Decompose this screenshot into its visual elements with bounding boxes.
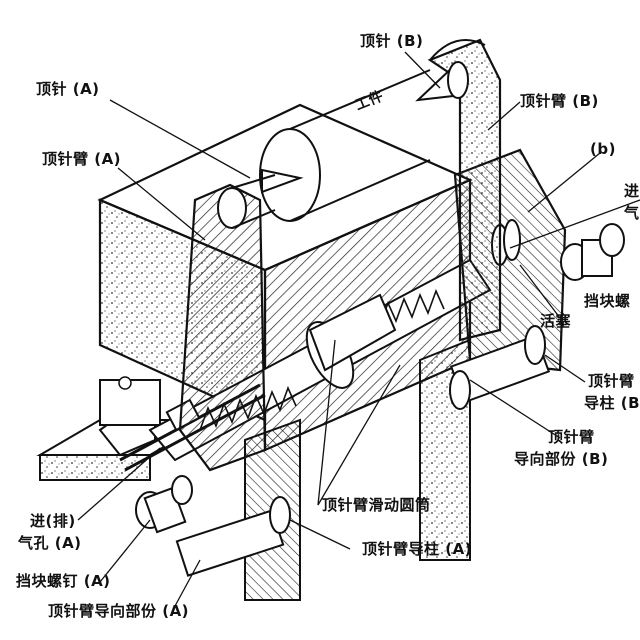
- label-piston: 活塞: [540, 312, 572, 330]
- label-guide-post-b-1: 顶针臂: [588, 372, 635, 390]
- label-guide-part-a: 顶针臂导向部份 (A): [48, 602, 190, 620]
- label-slide-cylinder: 顶针臂滑动圆筒: [322, 496, 431, 514]
- label-stop-screw-b: 挡块螺: [584, 292, 631, 310]
- workpiece: [259, 69, 431, 222]
- arm-a: [178, 174, 276, 472]
- guide-post-a: [175, 496, 291, 577]
- label-thimble-b: 顶针 (B): [360, 32, 424, 50]
- label-guide-part-b-2: 导向部份 (B): [514, 450, 609, 468]
- stop-screw-a: [135, 475, 193, 534]
- arm-b: [415, 38, 502, 342]
- label-inlet-b-1: 进: [624, 182, 640, 200]
- label-arm-a: 顶针臂 (A): [42, 150, 122, 168]
- label-arm-b: 顶针臂 (B): [520, 92, 599, 110]
- label-guide-part-b-1: 顶针臂: [548, 428, 595, 446]
- label-inlet-b-2: 气: [624, 204, 640, 222]
- leader-lines: [77, 51, 640, 607]
- label-inlet-a-1: 进(排): [30, 512, 76, 530]
- label-guide-post-b-2: 导柱 (B: [584, 394, 640, 412]
- label-inlet-a-2: 气孔 (A): [18, 534, 82, 552]
- label-b-small: (b): [590, 140, 616, 158]
- label-thimble-a: 顶针 (A): [36, 80, 100, 98]
- label-guide-post-a: 顶针臂导柱 (A): [362, 540, 473, 558]
- label-stop-screw-a: 挡块螺钉 (A): [16, 572, 111, 590]
